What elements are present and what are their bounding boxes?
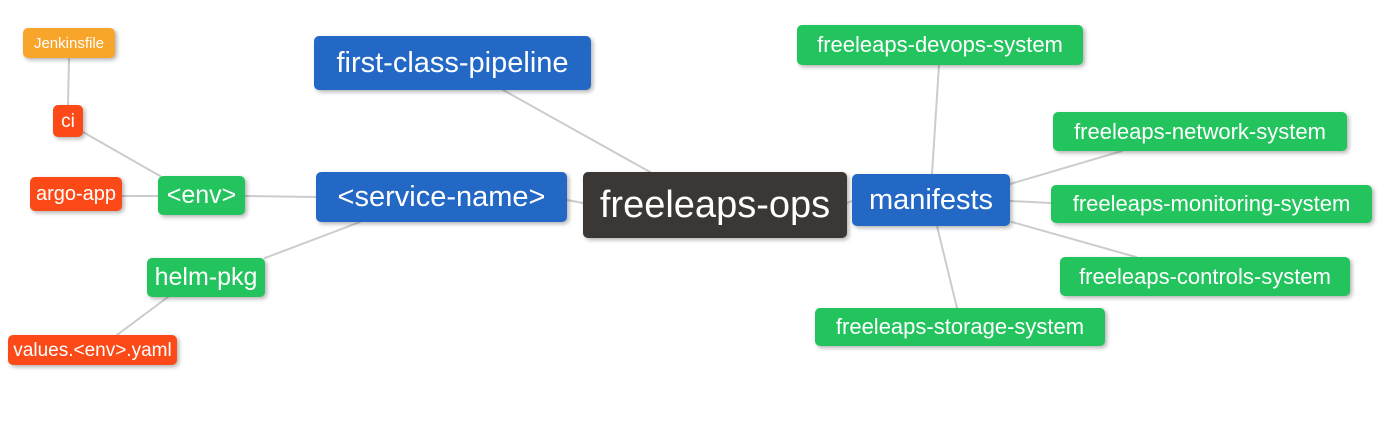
edge-freeleaps-ops-to-manifests <box>846 200 853 204</box>
node-helm-pkg[interactable]: helm-pkg <box>147 258 265 297</box>
node-service-name[interactable]: <service-name> <box>316 172 567 222</box>
edge-helm-pkg-to-service-name <box>264 221 361 259</box>
edge-jenkinsfile-to-ci <box>67 57 70 106</box>
edge-first-class-pipeline-to-freeleaps-ops <box>502 89 651 173</box>
node-argo-app[interactable]: argo-app <box>30 177 122 211</box>
node-devops-system[interactable]: freeleaps-devops-system <box>797 25 1083 65</box>
node-jenkinsfile[interactable]: Jenkinsfile <box>23 28 115 58</box>
node-values-env-yaml[interactable]: values.<env>.yaml <box>8 335 177 365</box>
edge-ci-to-env <box>82 131 161 177</box>
edge-env-to-service-name <box>244 195 317 198</box>
node-network-system[interactable]: freeleaps-network-system <box>1053 112 1347 151</box>
edge-values-env-yaml-to-helm-pkg <box>116 296 169 336</box>
node-monitoring-system[interactable]: freeleaps-monitoring-system <box>1051 185 1372 223</box>
node-freeleaps-ops[interactable]: freeleaps-ops <box>583 172 847 238</box>
edge-service-name-to-freeleaps-ops <box>566 199 584 204</box>
edge-manifests-to-network-system <box>1009 150 1123 185</box>
node-controls-system[interactable]: freeleaps-controls-system <box>1060 257 1350 296</box>
node-manifests[interactable]: manifests <box>852 174 1010 226</box>
node-env[interactable]: <env> <box>158 176 245 215</box>
node-ci[interactable]: ci <box>53 105 83 137</box>
node-first-class-pipeline[interactable]: first-class-pipeline <box>314 36 591 90</box>
edge-manifests-to-monitoring-system <box>1009 200 1052 204</box>
edge-devops-system-to-manifests <box>931 64 940 175</box>
edge-manifests-to-storage-system <box>936 225 958 309</box>
node-storage-system[interactable]: freeleaps-storage-system <box>815 308 1105 346</box>
edge-manifests-to-controls-system <box>1011 221 1137 258</box>
